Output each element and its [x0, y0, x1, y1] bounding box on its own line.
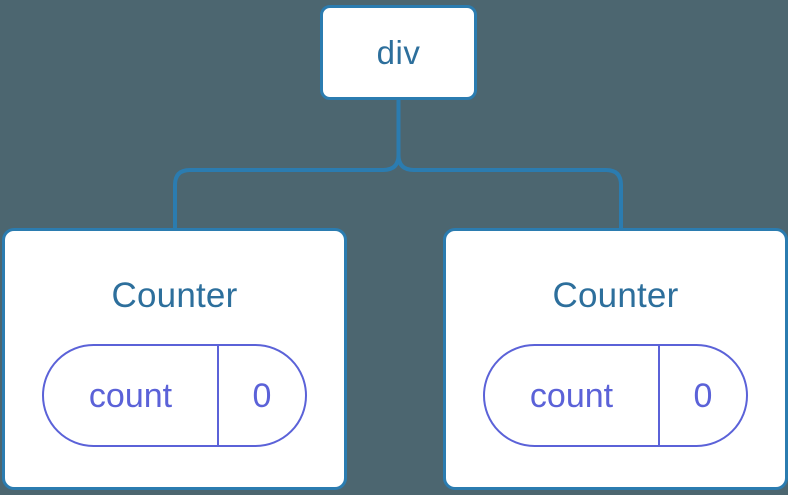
- edge-to-right-child: [396, 154, 623, 230]
- node-counter-left[interactable]: Counter count 0: [2, 228, 347, 490]
- edge-to-left-child: [173, 154, 401, 230]
- state-value-right: 0: [693, 376, 713, 415]
- node-div-label: div: [376, 34, 421, 71]
- state-value-left: 0: [252, 376, 272, 415]
- node-counter-right[interactable]: Counter count 0: [443, 228, 788, 490]
- node-counter-right-title: Counter: [552, 276, 679, 315]
- state-key-left: count: [44, 346, 219, 445]
- state-pill-left[interactable]: count 0: [42, 344, 307, 447]
- node-div[interactable]: div: [320, 5, 477, 100]
- state-key-right: count: [485, 346, 660, 445]
- state-pill-right[interactable]: count 0: [483, 344, 748, 447]
- node-counter-left-title: Counter: [111, 276, 238, 315]
